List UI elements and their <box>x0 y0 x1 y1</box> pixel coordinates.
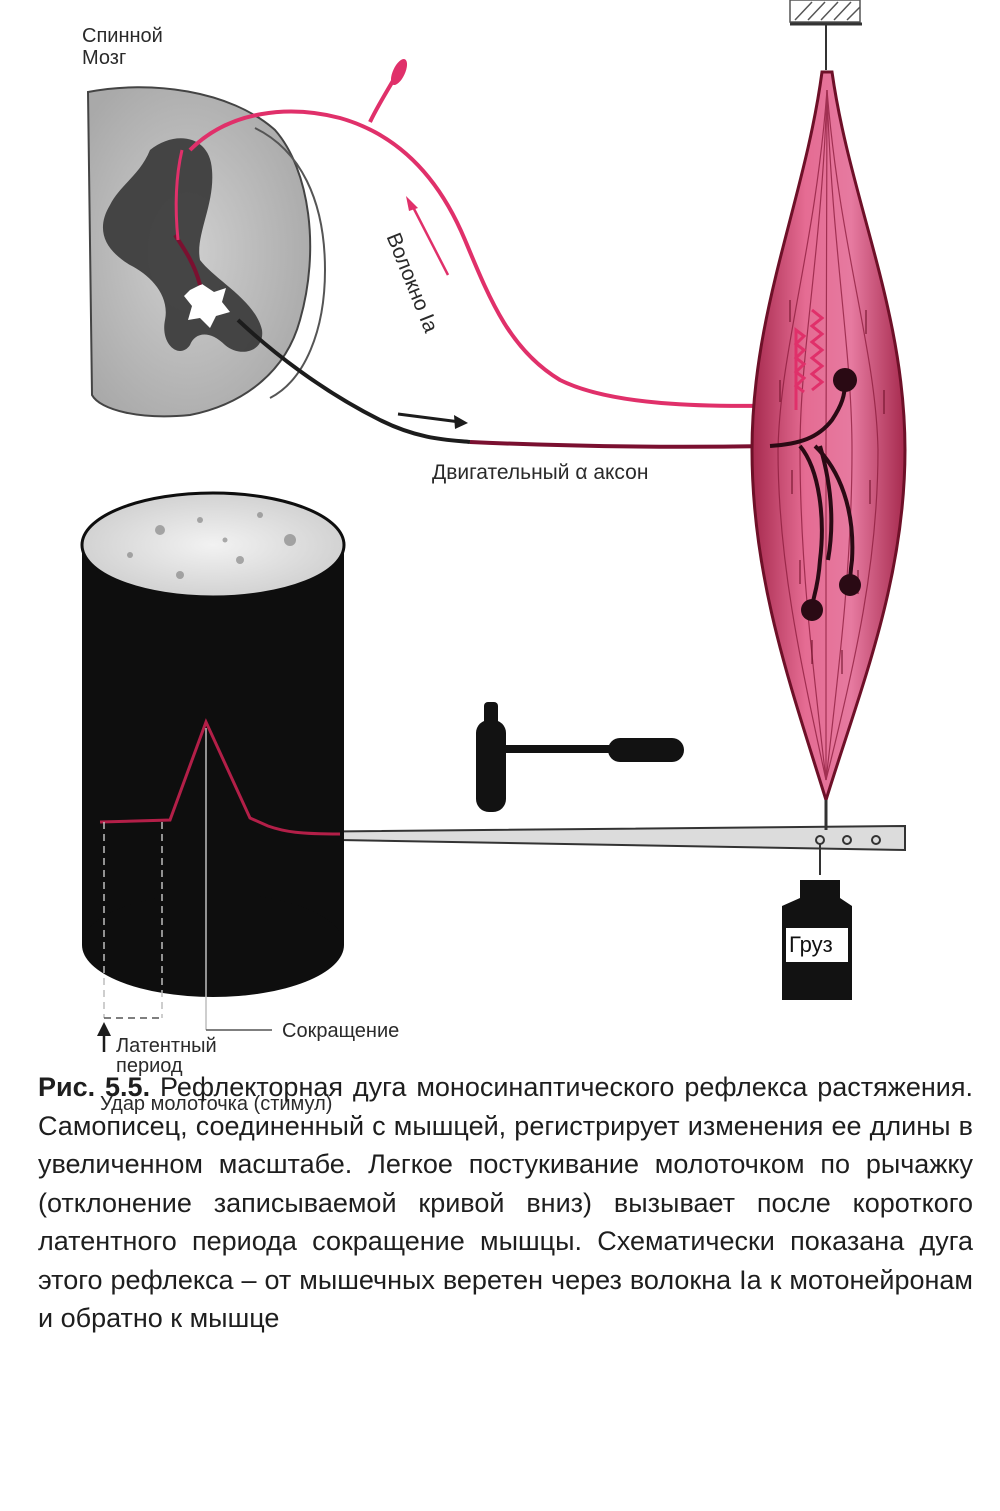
efferent-direction-arrow <box>397 412 461 424</box>
latent-period-label-line2: период <box>116 1055 183 1077</box>
kymograph-trace <box>99 718 341 836</box>
motor-axon <box>397 412 771 449</box>
spinal-cord-section <box>86 86 471 444</box>
muscle-mount <box>789 0 862 70</box>
weight <box>782 880 852 1000</box>
figure-caption: Рис. 5.5. Рефлекторная дуга моносинаптич… <box>38 1068 973 1338</box>
muscle-spindle <box>793 327 807 410</box>
hammer-strike-label: Удар молоточка (стимул) <box>100 1093 333 1115</box>
caption-label: Рис. 5.5. <box>38 1072 151 1102</box>
recording-lever <box>279 800 906 875</box>
ia-fiber <box>174 59 801 408</box>
contraction-label: Сокращение <box>282 1020 400 1042</box>
weight-label: Груз <box>789 932 833 957</box>
kymograph-drum <box>80 491 346 1052</box>
caption-text: Рефлекторная дуга моносинаптического реф… <box>38 1072 973 1333</box>
reflex-arc-diagram <box>80 0 907 1052</box>
motor-axon-label: Двигательный α аксон <box>432 461 649 484</box>
reflex-hammer <box>476 702 684 812</box>
muscle <box>750 70 907 806</box>
afferent-direction-arrow <box>410 204 450 276</box>
spinal-cord-label-line1: Спинной <box>82 25 163 47</box>
latent-period-label-line1: Латентный <box>116 1035 217 1057</box>
spinal-cord-label-line2: Мозг <box>82 47 127 69</box>
